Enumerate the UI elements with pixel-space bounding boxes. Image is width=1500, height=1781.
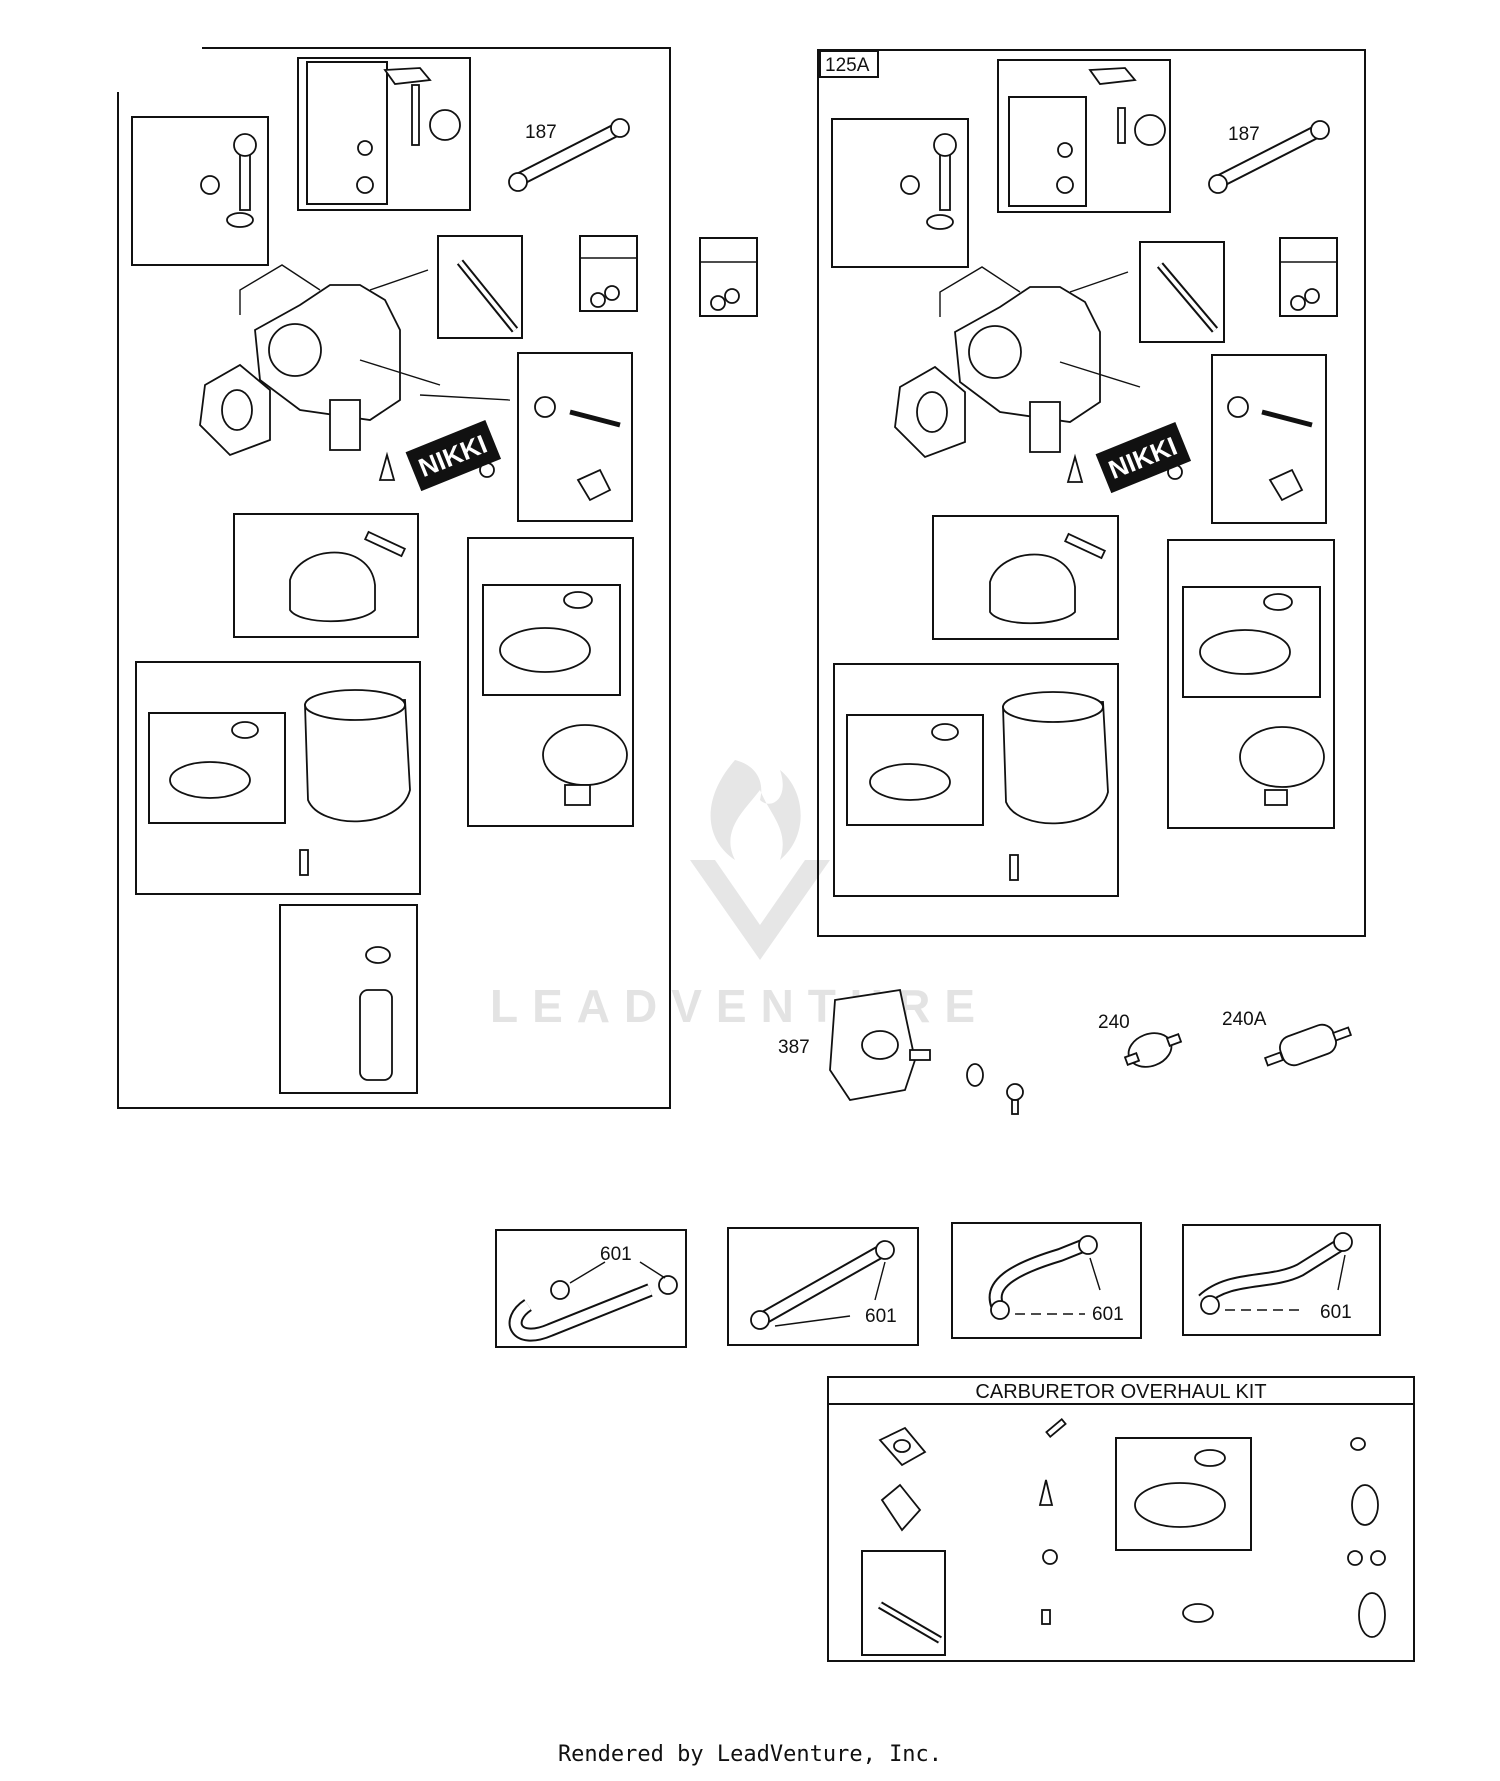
left-bowl-box — [135, 661, 421, 895]
fuel-line-right — [1208, 120, 1330, 194]
callout-240a: 240A — [1222, 1009, 1267, 1030]
callout-601-3: 601 — [1092, 1304, 1124, 1325]
clamp-box-2 — [727, 1227, 919, 1346]
left-jet-box — [437, 235, 523, 339]
watermark-text: LEADVENTURE — [490, 980, 989, 1032]
variant-125a-frame — [817, 49, 1366, 937]
left-idle-box — [517, 352, 633, 522]
callout-187-right: 187 — [1228, 124, 1260, 145]
clamp-box-1 — [495, 1229, 687, 1348]
right-carburetor-group: 125A 187 — [817, 49, 1366, 937]
callout-387: 387 — [778, 1037, 810, 1058]
footer-credit: Rendered by LeadVenture, Inc. — [557, 1742, 943, 1767]
nikki-decal-left: NIKKI — [405, 419, 502, 492]
fuel-filter-240 — [1123, 1032, 1183, 1068]
nikki-decal-right: NIKKI — [1095, 421, 1192, 494]
left-carburetor-group: 187 NIKKI — [117, 47, 758, 1109]
fuel-filter-240a — [1263, 1023, 1353, 1067]
left-choke-box — [297, 57, 471, 211]
fuel-line-left — [508, 118, 630, 192]
overhaul-kit-panel: CARBURETOR OVERHAUL KIT — [827, 1376, 1415, 1662]
left-solenoid-box — [279, 904, 418, 1094]
callout-187-left: 187 — [525, 122, 557, 143]
callout-601-4: 601 — [1320, 1302, 1352, 1323]
clamp-box-3 — [951, 1222, 1142, 1339]
callout-240: 240 — [1098, 1012, 1130, 1033]
right-carburetor-body — [894, 266, 1141, 459]
clamp-box-4 — [1182, 1224, 1381, 1336]
overhaul-kit-title: CARBURETOR OVERHAUL KIT — [975, 1381, 1266, 1403]
left-float-box — [233, 513, 419, 638]
callout-601-2: 601 — [865, 1306, 897, 1327]
left-needle-box — [131, 116, 269, 266]
callout-125a: 125A — [825, 55, 870, 76]
callout-601-1: 601 — [600, 1244, 632, 1265]
watermark-logo — [690, 760, 830, 960]
fuel-pump-387 — [829, 988, 1024, 1115]
left-carburetor-body — [199, 264, 441, 457]
left-diaphragm-box — [467, 537, 634, 827]
